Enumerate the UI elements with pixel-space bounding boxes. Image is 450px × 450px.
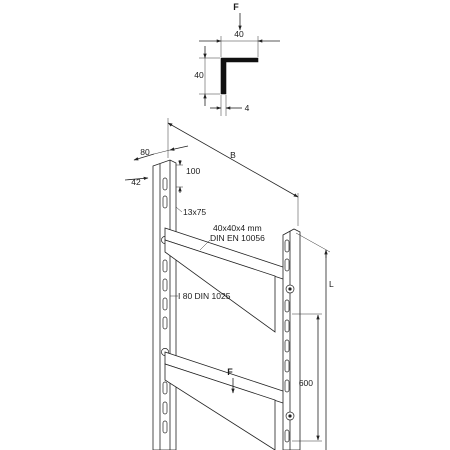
ladder-force-label: F: [227, 367, 233, 377]
profile-height-label: 40: [194, 70, 204, 80]
ladder-depth-dim-arrow-left: [133, 153, 155, 161]
left-rail-slot: [162, 401, 168, 415]
rung-upper-web: [164, 239, 276, 333]
right-rail-slot: [284, 299, 290, 313]
rungs: [164, 227, 293, 450]
profile-force-label: F: [233, 2, 239, 12]
right-rail-slot: [284, 379, 290, 393]
length-extension-top: [295, 232, 331, 253]
ladder-flange-dim-arrow-left: [124, 176, 149, 181]
left-rail-slot: [162, 259, 168, 273]
angle-spec-leader: [199, 239, 211, 251]
ladder-width-label: B: [230, 150, 236, 160]
profile-width-label: 40: [234, 29, 244, 39]
left-rail-slot: [162, 297, 168, 311]
right-rail-slot: [284, 239, 290, 253]
cable-ladder-view: B 80 42 100 13x75: [124, 118, 334, 450]
left-rail-slot: [162, 420, 168, 434]
angle-spec-line1: 40x40x4 mm: [213, 223, 262, 233]
left-rail-slot: [162, 278, 168, 292]
rung-pitch-label: 600: [299, 378, 313, 388]
ladder-depth-label: 80: [140, 147, 150, 157]
right-rail-bolt-center: [288, 287, 292, 291]
profile-detail: F 40 40 4: [194, 2, 280, 116]
right-rail-slot: [284, 429, 290, 443]
ladder-flange-label: 42: [131, 177, 141, 187]
left-rail-slot: [162, 195, 168, 209]
left-rail-slot: [162, 316, 168, 330]
right-side-rail: [282, 228, 301, 450]
ladder-depth-dim-line: [153, 149, 171, 155]
right-rail-slot: [284, 319, 290, 333]
angle-spec-line2: DIN EN 10056: [210, 233, 265, 243]
right-rail-bolt-center: [288, 414, 292, 418]
right-rail-body: [282, 228, 301, 450]
left-side-rail: [152, 159, 177, 450]
slot-pitch-label: 100: [186, 166, 200, 176]
slot-size-label: 13x75: [183, 207, 206, 217]
ladder-width-dim-line: [167, 122, 299, 198]
length-label: L: [329, 279, 334, 289]
left-rail-slot: [162, 177, 168, 191]
ladder-depth-dim-arrow-right: [169, 145, 189, 151]
rung-lower-web: [164, 363, 276, 450]
rung-spec-label: I 80 DIN 1025: [178, 291, 231, 301]
right-rail-slot: [284, 258, 290, 272]
profile-thickness-label: 4: [245, 103, 250, 113]
right-rail-slot: [284, 359, 290, 373]
angle-profile-section: [220, 57, 259, 95]
left-rail-slot: [162, 381, 168, 395]
right-rail-slot: [284, 339, 290, 353]
